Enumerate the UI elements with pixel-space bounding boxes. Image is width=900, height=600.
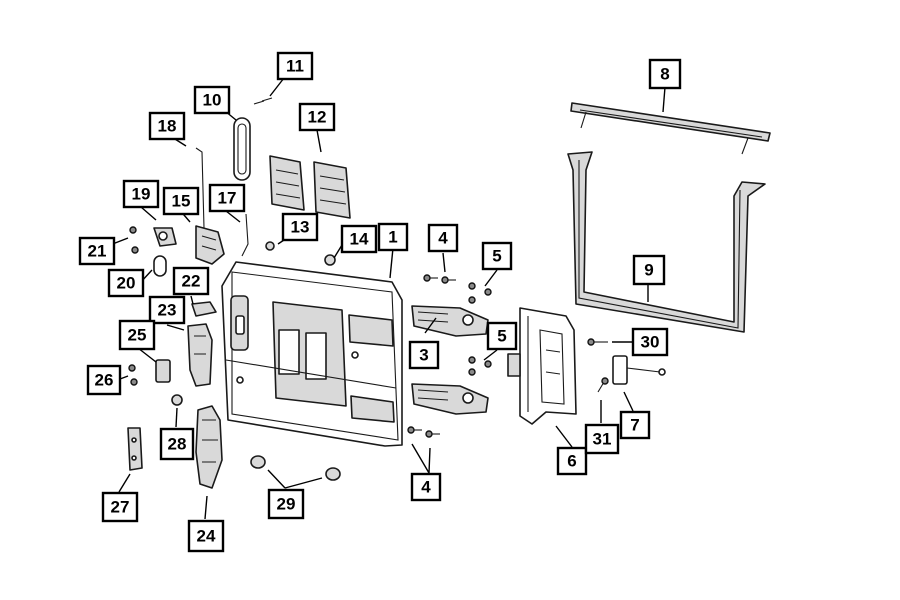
part-vent-grille-left xyxy=(269,155,305,211)
callout-13: 13 xyxy=(281,212,319,242)
callout-15: 15 xyxy=(162,186,200,216)
callout-4-upper-label: 4 xyxy=(438,229,448,248)
callout-22-label: 22 xyxy=(182,272,201,291)
part-striker-19 xyxy=(153,227,177,247)
callout-31-label: 31 xyxy=(593,430,612,449)
callout-1-label: 1 xyxy=(388,228,397,247)
callout-25: 25 xyxy=(118,319,156,351)
callout-21: 21 xyxy=(78,236,116,266)
part-bracket-22 xyxy=(191,301,217,317)
callout-17: 17 xyxy=(208,183,246,213)
callout-5-upper-label: 5 xyxy=(492,247,501,266)
callout-21-label: 21 xyxy=(88,242,107,261)
part-bumper-20 xyxy=(153,255,167,277)
callout-10-label: 10 xyxy=(203,91,222,110)
callout-5-upper: 5 xyxy=(481,241,513,271)
callout-24-label: 24 xyxy=(197,527,216,546)
callout-18-label: 18 xyxy=(158,117,177,136)
part-clips xyxy=(253,97,273,105)
callout-14: 14 xyxy=(340,224,378,254)
callout-8-label: 8 xyxy=(660,65,669,84)
part-top-seal-bar xyxy=(570,102,771,155)
callout-14-label: 14 xyxy=(350,230,369,249)
callout-8: 8 xyxy=(648,58,682,90)
callout-27: 27 xyxy=(101,491,139,523)
callout-18: 18 xyxy=(148,111,186,141)
callout-26: 26 xyxy=(86,364,122,396)
callout-28: 28 xyxy=(159,427,195,461)
part-screws-21 xyxy=(129,226,139,254)
callout-11-label: 11 xyxy=(286,57,304,76)
part-gasket-oval xyxy=(233,117,251,181)
callout-15-label: 15 xyxy=(172,192,191,211)
callout-3: 3 xyxy=(408,340,440,370)
callout-3-label: 3 xyxy=(419,346,428,365)
part-vent-grille-right xyxy=(313,161,351,219)
callout-19-label: 19 xyxy=(132,185,151,204)
callout-6: 6 xyxy=(556,446,588,476)
part-door-seal-u xyxy=(567,151,766,333)
callout-27-label: 27 xyxy=(111,498,130,517)
callout-29-label: 29 xyxy=(277,495,296,514)
part-latch-23 xyxy=(187,323,213,387)
callout-1: 1 xyxy=(377,222,409,252)
callout-23-label: 23 xyxy=(158,301,177,320)
part-hinge-bracket xyxy=(507,307,577,425)
callout-30-label: 30 xyxy=(641,333,660,352)
callout-29: 29 xyxy=(267,488,305,520)
callout-5-lower-label: 5 xyxy=(497,327,506,346)
part-screws-26 xyxy=(128,364,138,386)
callout-20-label: 20 xyxy=(117,274,136,293)
callout-12-label: 12 xyxy=(308,108,327,127)
callout-4-lower: 4 xyxy=(410,472,442,502)
callout-4-upper: 4 xyxy=(427,223,459,253)
callout-23: 23 xyxy=(148,295,186,325)
callout-9: 9 xyxy=(632,254,666,286)
callout-10: 10 xyxy=(193,85,231,115)
part-grommet-13 xyxy=(265,241,275,251)
callout-31: 31 xyxy=(584,423,620,455)
callout-24: 24 xyxy=(187,519,225,553)
part-bolts-upper xyxy=(423,274,492,304)
callout-19: 19 xyxy=(122,179,160,209)
part-check-strap xyxy=(612,355,666,385)
part-bushing-28 xyxy=(171,394,183,406)
part-latch-15 xyxy=(195,225,225,265)
part-lower-hinge xyxy=(411,383,489,415)
part-upper-hinge xyxy=(411,305,489,337)
callout-9-label: 9 xyxy=(644,261,653,280)
callout-26-label: 26 xyxy=(95,371,114,390)
callout-25-label: 25 xyxy=(128,326,147,345)
callout-22: 22 xyxy=(172,266,210,296)
callout-6-label: 6 xyxy=(567,452,576,471)
part-clip-25 xyxy=(155,359,171,383)
part-bolt-31 xyxy=(597,377,609,393)
callout-7-label: 7 xyxy=(630,416,639,435)
callout-4-lower-label: 4 xyxy=(421,478,431,497)
callout-5-lower: 5 xyxy=(486,321,518,351)
callout-30: 30 xyxy=(631,327,669,357)
part-rod-18 xyxy=(195,147,205,229)
callout-11: 11 xyxy=(276,51,314,81)
part-plugs-29 xyxy=(250,455,341,481)
part-swing-gate-panel xyxy=(221,261,403,447)
part-bolts-lower xyxy=(407,356,492,438)
part-grommet-14 xyxy=(324,254,336,266)
callout-17-label: 17 xyxy=(218,189,237,208)
part-bracket-27 xyxy=(127,427,143,471)
callout-13-label: 13 xyxy=(291,218,310,237)
part-lock-assembly-24 xyxy=(195,405,223,489)
callout-20: 20 xyxy=(107,268,145,298)
part-rod-17 xyxy=(241,213,249,257)
callout-7: 7 xyxy=(619,410,651,440)
callout-28-label: 28 xyxy=(168,435,187,454)
part-bolt-30 xyxy=(587,338,608,346)
callout-12: 12 xyxy=(298,102,336,132)
